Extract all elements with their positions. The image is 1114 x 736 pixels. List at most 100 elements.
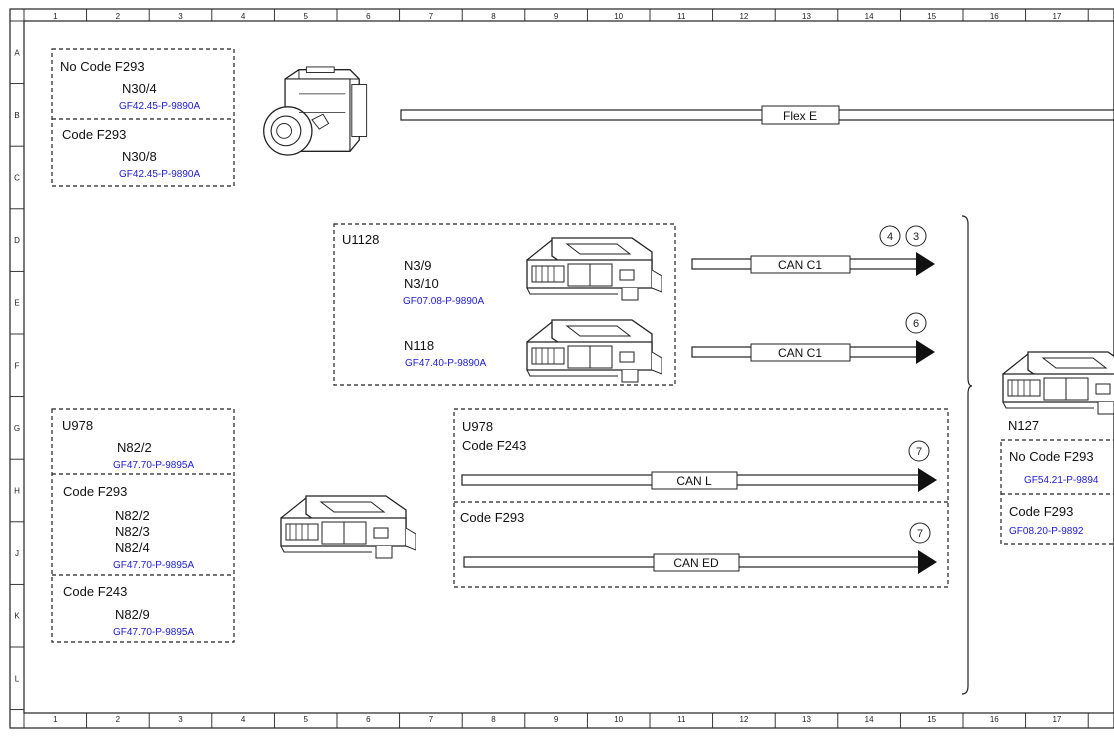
row-label-J: J: [15, 549, 19, 558]
ref-link-left-1[interactable]: GF47.70-P-9895A: [113, 460, 194, 471]
brace: [961, 215, 973, 695]
ecu-image-n82: [280, 495, 416, 559]
u1128-title: U1128: [342, 232, 379, 247]
module-n30-8: N30/8: [122, 149, 157, 164]
can-c1-bus-upper: CAN C1 4 3: [691, 225, 935, 276]
col-label-bottom-11: 11: [677, 715, 686, 724]
can-c1-label-lower: CAN C1: [778, 346, 822, 360]
u978-label-left: U978: [62, 418, 93, 433]
col-label-bottom-13: 13: [802, 715, 811, 724]
can-ed-label: CAN ED: [673, 556, 719, 570]
col-label-bottom-16: 16: [990, 715, 999, 724]
marker-7-b[interactable]: 7: [917, 528, 923, 540]
code-f293-left: Code F293: [63, 484, 127, 499]
row-label-D: D: [14, 236, 20, 245]
col-label-top-10: 10: [614, 12, 623, 21]
col-label-top-5: 5: [303, 12, 308, 21]
no-code-f293-label: No Code F293: [60, 59, 145, 74]
col-label-top-3: 3: [178, 12, 183, 21]
module-n3-10: N3/10: [404, 276, 439, 291]
camera-unit-image: [262, 66, 368, 156]
marker-3[interactable]: 3: [913, 231, 919, 243]
row-label-C: C: [14, 174, 20, 183]
ref-link-left-3[interactable]: GF47.70-P-9895A: [113, 627, 194, 638]
row-label-B: B: [14, 111, 19, 120]
col-label-top-4: 4: [241, 12, 246, 21]
ecu-image-n118: [526, 319, 662, 383]
module-n82-4: N82/4: [115, 540, 150, 555]
col-label-top-6: 6: [366, 12, 371, 21]
col-label-bottom-1: 1: [53, 715, 58, 724]
col-label-bottom-5: 5: [303, 715, 308, 724]
row-label-K: K: [14, 612, 20, 621]
n127-box: [1000, 439, 1114, 545]
flex-e-bus: Flex E: [400, 105, 1114, 125]
ref-link-u1128-2[interactable]: GF47.40-P-9890A: [405, 358, 486, 369]
code-f243-left: Code F243: [63, 584, 127, 599]
can-box: [453, 408, 949, 588]
row-label-G: G: [14, 424, 20, 433]
left-group: U978 N82/2 GF47.70-P-9895A Code F293 N82…: [51, 408, 235, 643]
col-label-bottom-2: 2: [116, 715, 121, 724]
col-label-top-9: 9: [554, 12, 559, 21]
u978-label-can: U978: [462, 419, 493, 434]
inner-frame: [23, 20, 1114, 714]
marker-7-a[interactable]: 7: [916, 446, 922, 458]
code-f293-can: Code F293: [460, 510, 524, 525]
col-label-top-7: 7: [429, 12, 434, 21]
ref-link-top-1[interactable]: GF42.45-P-9890A: [119, 101, 200, 112]
col-label-bottom-4: 4: [241, 715, 246, 724]
n127-code-label: Code F293: [1009, 504, 1073, 519]
row-label-E: E: [14, 299, 19, 308]
col-label-top-14: 14: [865, 12, 874, 21]
code-f293-label: Code F293: [62, 127, 126, 142]
n127-no-code-label: No Code F293: [1009, 449, 1094, 464]
outer-frame: [9, 8, 1114, 729]
col-label-top-12: 12: [739, 12, 748, 21]
col-label-bottom-6: 6: [366, 715, 371, 724]
u1128-group: U1128 N3/9 N3/10 GF07.08-P-9890A N118 GF…: [333, 223, 676, 386]
n127-title: N127: [1008, 418, 1039, 433]
module-n118: N118: [404, 338, 434, 353]
top-left-box: [51, 48, 235, 187]
col-label-top-11: 11: [677, 12, 686, 21]
can-l-label: CAN L: [676, 474, 712, 488]
col-label-top-16: 16: [990, 12, 999, 21]
col-label-bottom-15: 15: [927, 715, 936, 724]
ecu-image-n3: [526, 237, 662, 301]
col-label-top-8: 8: [491, 12, 496, 21]
ref-link-top-2[interactable]: GF42.45-P-9890A: [119, 169, 200, 180]
u1128-box: [333, 223, 676, 386]
row-label-L: L: [15, 674, 20, 683]
col-label-top-13: 13: [802, 12, 811, 21]
marker-6[interactable]: 6: [913, 318, 919, 330]
ref-link-u1128-1[interactable]: GF07.08-P-9890A: [403, 296, 484, 307]
module-n30-4: N30/4: [122, 81, 157, 96]
module-n82-9: N82/9: [115, 607, 150, 622]
col-label-bottom-10: 10: [614, 715, 623, 724]
row-label-H: H: [14, 487, 20, 496]
ref-link-n127-2[interactable]: GF08.20-P-9892: [1009, 526, 1084, 537]
ref-link-n127-1[interactable]: GF54.21-P-9894: [1024, 475, 1099, 486]
col-label-bottom-14: 14: [865, 715, 874, 724]
col-label-bottom-9: 9: [554, 715, 559, 724]
flex-e-label: Flex E: [783, 109, 817, 123]
row-label-F: F: [15, 361, 20, 370]
grid-ruler: 1122334455667788991010111112121313141415…: [10, 9, 1089, 728]
col-label-bottom-7: 7: [429, 715, 434, 724]
ref-link-left-2[interactable]: GF47.70-P-9895A: [113, 560, 194, 571]
n127-group: N127 No Code F293 GF54.21-P-9894 Code F2…: [1000, 351, 1114, 545]
code-f243-can: Code F243: [462, 438, 526, 453]
module-n3-9: N3/9: [404, 258, 431, 273]
marker-4[interactable]: 4: [887, 231, 893, 243]
col-label-bottom-3: 3: [178, 715, 183, 724]
can-box-group: U978 Code F243 CAN L 7 Code F293 CAN ED …: [453, 408, 949, 588]
top-left-group: No Code F293 N30/4 GF42.45-P-9890A Code …: [51, 48, 235, 187]
col-label-bottom-8: 8: [491, 715, 496, 724]
left-group-box: [51, 408, 235, 643]
col-label-top-1: 1: [53, 12, 58, 21]
module-n82-2-a: N82/2: [117, 440, 152, 455]
col-label-top-17: 17: [1052, 12, 1061, 21]
col-label-top-2: 2: [116, 12, 121, 21]
